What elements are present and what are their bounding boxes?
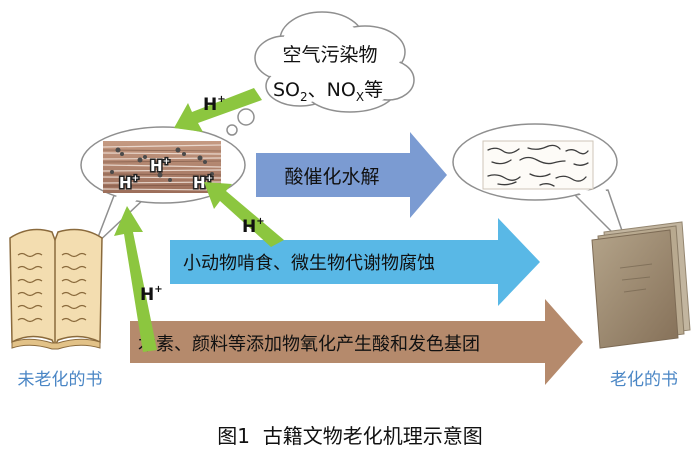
proton-label-cloud: H+ <box>203 94 226 115</box>
cloud-pollutants: SO2、NOX等 <box>273 79 383 104</box>
unaged-book-icon <box>9 228 103 350</box>
aged-book-label: 老化的书 <box>610 370 678 390</box>
pollutant-cloud <box>226 11 415 136</box>
green-arrow-from-cloud <box>174 88 262 132</box>
so2-subscript: 2 <box>300 90 308 104</box>
svg-text:H+: H+ <box>119 174 139 192</box>
green-arrow-from-microbes <box>204 182 284 247</box>
fiber-texture <box>102 141 222 193</box>
nox-text: NO <box>327 79 356 101</box>
figure-caption: 图1 古籍文物老化机理示意图 <box>217 424 482 448</box>
acid-hydrolysis-label: 酸催化水解 <box>284 166 379 188</box>
thought-dot-small <box>226 124 238 136</box>
acid-hydrolysis-arrow <box>256 132 447 218</box>
proton-label-microbes: H+ <box>242 216 265 237</box>
svg-text:H+: H+ <box>242 216 265 237</box>
microbial-arrow <box>170 218 540 306</box>
degraded-fibers <box>482 140 594 190</box>
nox-suffix-text: 等 <box>364 79 383 101</box>
separator-text: 、 <box>308 79 327 101</box>
svg-text:H+: H+ <box>140 284 163 305</box>
microbial-label: 小动物啃食、微生物代谢物腐蚀 <box>183 253 435 274</box>
aged-book-image <box>591 221 691 349</box>
proton-label-fiber-2: H+ <box>118 173 141 194</box>
unaged-book-label: 未老化的书 <box>18 370 103 390</box>
proton-label-fiber-3: H+ <box>192 173 215 194</box>
proton-label-chemicals: H+ <box>140 284 163 305</box>
svg-text:H+: H+ <box>150 157 170 175</box>
oxidation-arrow <box>130 299 583 385</box>
svg-text:H+: H+ <box>193 174 213 192</box>
oxidation-label: 木素、颜料等添加物氧化产生酸和发色基团 <box>138 334 480 355</box>
nox-subscript: X <box>356 90 364 104</box>
thought-dot-large <box>237 108 255 126</box>
proton-label-fiber-1: H+ <box>149 156 172 177</box>
svg-text:H+: H+ <box>203 94 226 115</box>
so2-text: SO <box>273 79 300 101</box>
cloud-title: 空气污染物 <box>282 44 377 66</box>
green-arrow-from-chemicals <box>114 206 157 352</box>
